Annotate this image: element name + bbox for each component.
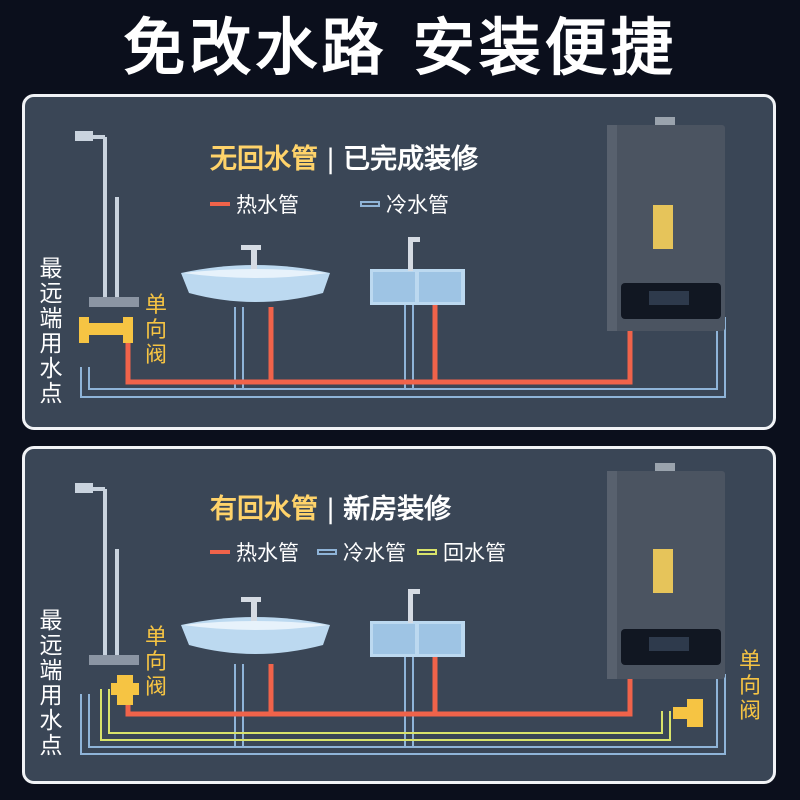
legend-cold-bottom: 冷水管 — [317, 537, 406, 567]
basin-icon — [181, 597, 330, 654]
legend-swatch-hot — [210, 550, 230, 554]
water-heater-icon — [607, 463, 725, 679]
cold-pipes — [80, 654, 726, 755]
panel-title-top: 无回水管 |已完成装修 — [210, 137, 478, 176]
panel-no-return-pipe: 无回水管 |已完成装修 热水管 冷水管 最远端用水点 单向阀 — [22, 94, 776, 430]
diagram-bottom-svg — [75, 463, 726, 755]
farthest-point-label-top: 最远端用水点 — [39, 256, 63, 407]
panel-with-return-pipe: 有回水管 |新房装修 热水管 冷水管 回水管 最远端用水点 单向阀 单向阀 — [22, 446, 776, 784]
legend-swatch-return — [417, 549, 437, 555]
shower-icon — [75, 483, 139, 665]
title-divider: | — [326, 494, 336, 525]
cold-pipes — [80, 302, 726, 398]
legend-swatch-hot — [210, 202, 230, 206]
panel-title-bottom: 有回水管 |新房装修 — [210, 487, 451, 526]
legend-cold-top: 冷水管 — [360, 189, 449, 219]
legend-label-hot: 热水管 — [236, 541, 299, 565]
legend-label-cold: 冷水管 — [386, 193, 449, 217]
legend-return-bottom: 回水管 — [417, 537, 506, 567]
title-divider: | — [326, 144, 336, 175]
title-rest: 已完成装修 — [343, 144, 479, 175]
hot-pipes — [125, 297, 633, 385]
sink-icon — [370, 237, 465, 305]
title-highlight: 无回水管 — [210, 144, 318, 175]
valve-label-bottom-left: 单向阀 — [144, 625, 167, 700]
hot-pipes — [125, 649, 633, 717]
check-valve-icon — [111, 675, 139, 705]
valve-label-top: 单向阀 — [144, 293, 167, 368]
farthest-point-label-bottom: 最远端用水点 — [39, 608, 63, 759]
shower-icon — [75, 131, 139, 307]
legend-label-return: 回水管 — [443, 541, 506, 565]
valve-label-bottom-right: 单向阀 — [738, 649, 761, 724]
return-pipes — [100, 689, 671, 741]
diagram-top-svg — [75, 117, 726, 398]
legend-label-cold: 冷水管 — [343, 541, 406, 565]
headline: 免改水路 安装便捷 — [123, 11, 677, 84]
legend-swatch-cold — [317, 549, 337, 555]
legend-swatch-cold — [360, 201, 380, 207]
legend-hot-bottom: 热水管 — [210, 537, 299, 567]
check-valve-icon — [673, 699, 703, 727]
basin-icon — [181, 245, 330, 302]
check-valve-icon — [79, 317, 133, 343]
water-heater-icon — [607, 117, 725, 331]
legend-label-hot: 热水管 — [236, 193, 299, 217]
sink-icon — [370, 589, 465, 657]
title-highlight: 有回水管 — [210, 494, 318, 525]
title-rest: 新房装修 — [343, 494, 452, 525]
legend-hot-top: 热水管 — [210, 189, 299, 219]
